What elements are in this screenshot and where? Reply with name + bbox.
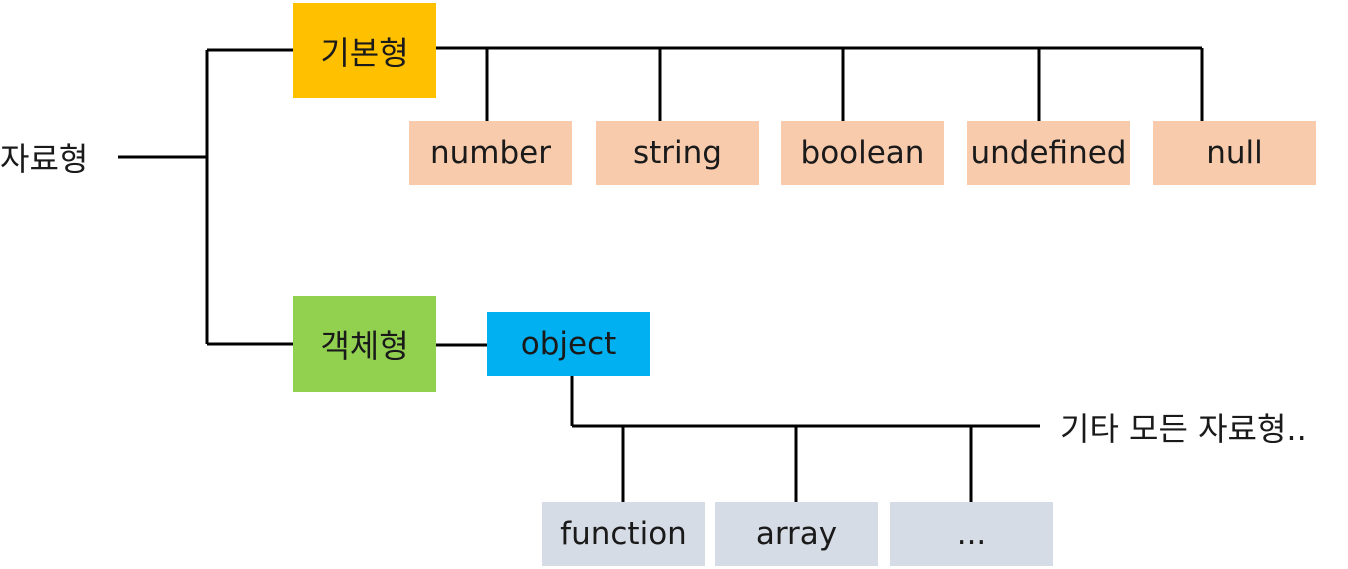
- function-node: function: [542, 502, 705, 566]
- root-label: 자료형: [0, 140, 89, 178]
- object-node: object: [487, 312, 650, 376]
- string-node: string: [596, 121, 759, 185]
- primitive-type-node: 기본형: [293, 3, 436, 98]
- null-node: null: [1153, 121, 1316, 185]
- array-node: array: [715, 502, 878, 566]
- other-types-label: 기타 모든 자료형..: [1060, 410, 1307, 448]
- ellipsis-node: ...: [890, 502, 1053, 566]
- undefined-node: undefined: [967, 121, 1130, 185]
- boolean-node: boolean: [781, 121, 944, 185]
- number-node: number: [409, 121, 572, 185]
- object-type-node: 객체형: [293, 296, 436, 392]
